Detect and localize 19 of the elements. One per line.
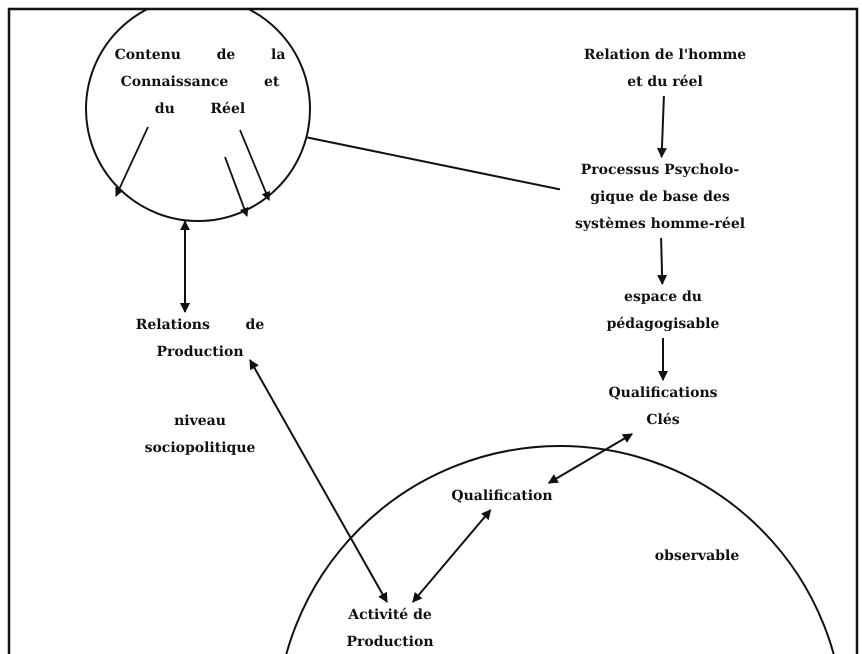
node-label: Qualification <box>450 487 554 506</box>
connector-line <box>307 136 560 190</box>
arrow <box>412 509 492 603</box>
node-label: niveau sociopolitique <box>144 412 256 458</box>
node-label: Activité de Production <box>345 606 435 652</box>
node-label: Relation de l'homme et du réel <box>582 46 748 92</box>
node-label: Qualifications Clés <box>607 384 719 430</box>
node-label: Contenu de la Connaissance et du Réel <box>114 46 286 119</box>
node-label: espace du pédagogisable <box>606 288 720 334</box>
arrow <box>656 96 667 158</box>
node-label: observable <box>654 547 740 566</box>
node-label: Processus Psycholo- gique de base des systèmes homme-réel <box>574 161 746 234</box>
node-label: Relations de Production <box>134 316 266 362</box>
arrow <box>658 338 668 381</box>
circle-node <box>85 8 311 222</box>
arrow <box>548 433 633 484</box>
arrow <box>249 359 388 603</box>
arrow <box>657 238 668 285</box>
arrow <box>180 220 190 313</box>
